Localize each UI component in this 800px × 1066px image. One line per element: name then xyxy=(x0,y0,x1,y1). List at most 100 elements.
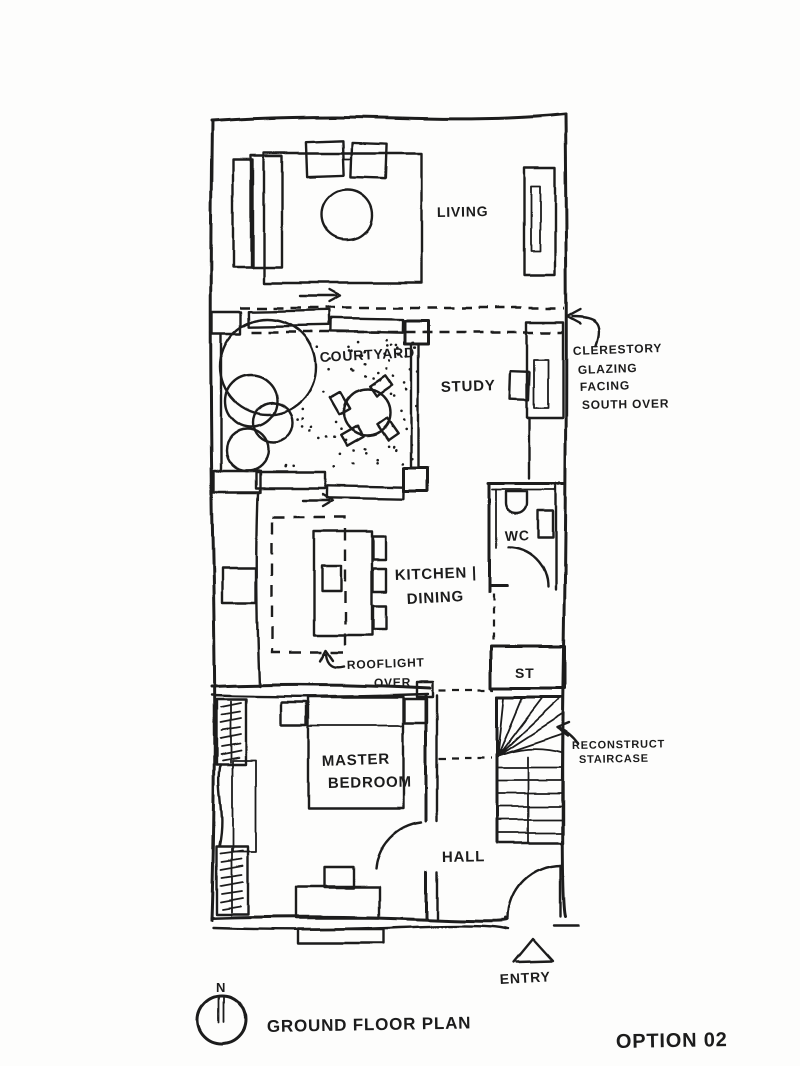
living-room xyxy=(231,139,557,285)
nightstand-right xyxy=(402,697,429,725)
stool-2 xyxy=(371,566,388,593)
post-ne xyxy=(403,319,430,346)
toilet xyxy=(504,490,529,516)
planter-bench-4 xyxy=(326,484,406,500)
study-desk-unit xyxy=(525,320,565,420)
rooflight-note-line2: OVER xyxy=(374,675,411,690)
wall-left xyxy=(209,119,217,922)
wc-label: WC xyxy=(505,527,530,544)
coffee-table xyxy=(320,188,374,242)
living-label: LIVING xyxy=(437,203,489,220)
hall-label: HALL xyxy=(442,848,485,866)
planter-bench-2 xyxy=(329,317,405,334)
store-label: ST xyxy=(515,665,535,681)
armchair-left xyxy=(305,139,345,178)
kitchen-wall-pier xyxy=(212,469,262,494)
plan-linework xyxy=(196,112,601,1046)
wall-bottom-inner xyxy=(211,924,510,931)
dresser xyxy=(294,885,381,920)
north-needle xyxy=(218,996,225,1024)
wall-bottom-outer xyxy=(210,915,510,923)
kitchen-label-line2: DINING xyxy=(406,588,464,608)
north-arrow xyxy=(196,994,248,1046)
study-area xyxy=(508,320,565,481)
courtyard-area xyxy=(218,317,430,508)
wc-door-arc xyxy=(506,545,550,589)
sofa-seat xyxy=(249,154,284,269)
winder-treads xyxy=(497,697,564,757)
rooflight-arrow-head xyxy=(318,648,335,663)
clerestory-arrow-head xyxy=(565,307,582,325)
armchair-right xyxy=(349,141,388,180)
entry-label: ENTRY xyxy=(499,968,551,987)
sliding-glazing-north xyxy=(210,288,564,336)
master-bedroom-area xyxy=(215,693,439,945)
master-label-line2: BEDROOM xyxy=(328,774,412,792)
post-se xyxy=(402,466,429,493)
wall-right xyxy=(560,112,568,919)
entry-door-arc xyxy=(506,863,563,920)
entry-triangle-marker xyxy=(512,937,555,964)
tree-canopy-large xyxy=(218,317,318,417)
courtyard-label: COURTYARD xyxy=(319,344,415,365)
media-unit xyxy=(522,166,557,277)
store-outline xyxy=(489,644,567,690)
tree-canopy-3 xyxy=(251,401,295,445)
sofa-back xyxy=(231,158,255,269)
staircase xyxy=(495,695,580,845)
slide-arrow-head xyxy=(327,288,342,304)
wardrobe-1 xyxy=(215,697,248,767)
north-circle xyxy=(196,994,248,1046)
window-sill-bay xyxy=(296,927,386,945)
kitchen-label-line1: KITCHEN | xyxy=(395,564,478,584)
clerestory-callout xyxy=(565,307,601,347)
planter-bench-1 xyxy=(247,309,331,328)
staircase-arrow-shaft xyxy=(558,727,580,746)
rooflight-note-line1: ROOFLIGHT xyxy=(347,655,425,672)
basin xyxy=(536,509,555,540)
exterior-walls xyxy=(209,112,568,931)
entry-area xyxy=(506,863,580,964)
island-hob xyxy=(320,564,343,593)
clerestory-arrow-shaft xyxy=(570,314,601,347)
outdoor-chair-4 xyxy=(329,391,352,416)
clerestory-note-line1: CLERESTORY xyxy=(573,341,663,358)
clerestory-note-line2: GLAZING xyxy=(578,361,638,377)
rooflight-outline xyxy=(270,515,347,654)
wardrobe-1-hanging-hatch xyxy=(220,700,242,764)
alcove-shelf xyxy=(232,760,257,853)
staircase-note-line2: STAIRCASE xyxy=(579,753,649,766)
wc-room xyxy=(486,482,567,644)
study-chair xyxy=(508,370,531,402)
bed xyxy=(306,695,405,811)
spine-wall xyxy=(210,680,494,760)
outdoor-table xyxy=(342,387,392,437)
drawing-title: GROUND FLOOR PLAN xyxy=(267,1013,472,1036)
dresser-top-box xyxy=(323,865,356,890)
spine-wall-top xyxy=(210,682,432,690)
stool-3 xyxy=(371,603,388,631)
stool-1 xyxy=(371,534,388,561)
labels: LIVING COURTYARD STUDY KITCHEN | DINING … xyxy=(216,203,728,1053)
bedroom-door-arc xyxy=(374,820,423,871)
nightstand-left xyxy=(279,700,308,727)
straight-treads xyxy=(497,767,564,834)
tree-canopy-4 xyxy=(224,427,270,473)
outdoor-chair-1 xyxy=(367,374,393,398)
clerestory-note-line3: FACING xyxy=(580,378,631,394)
rooflight-arrow-shaft xyxy=(324,652,346,668)
clerestory-note-line4: SOUTH OVER xyxy=(582,396,670,412)
wall-stub-left xyxy=(210,310,243,336)
wardrobe-2-hanging-hatch xyxy=(220,848,244,913)
outdoor-chair-3 xyxy=(340,424,365,447)
north-label: N xyxy=(216,980,226,995)
store-room xyxy=(489,644,567,690)
study-label: STUDY xyxy=(441,377,496,396)
study-desk-slot xyxy=(533,359,549,409)
alcove-wall xyxy=(218,763,224,848)
planter-bench-3 xyxy=(254,470,328,490)
slide-arrow2-head xyxy=(322,492,336,508)
gravel-stipple xyxy=(283,338,419,468)
